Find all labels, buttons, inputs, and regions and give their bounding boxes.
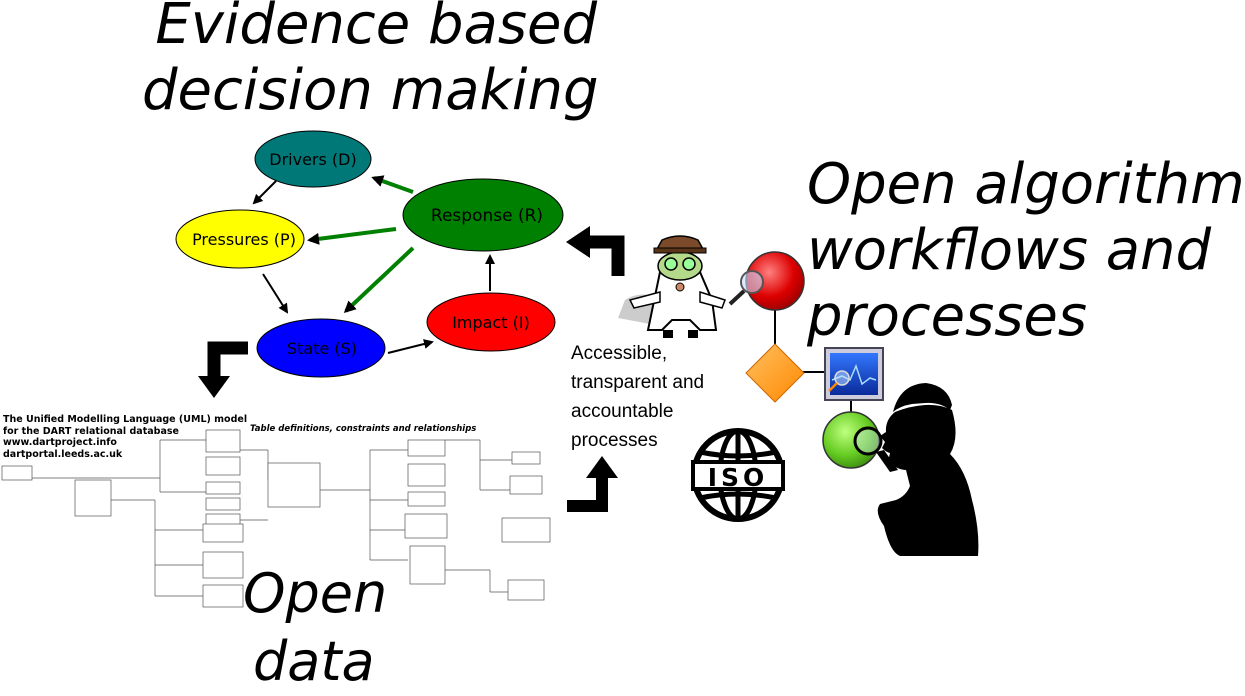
detective-silhouette-icon [853,383,979,556]
uml-title-block: The Unified Modelling Language (UML) mod… [3,414,247,460]
scientist-icon [618,235,726,338]
iso-label: ISO [708,463,769,492]
uml-title-line3: www.dartproject.info [3,437,117,448]
uml-title-line4: dartportal.leeds.ac.uk [3,448,123,460]
bent-arrow-to-processes [567,456,618,512]
node-response: Response (R) [402,178,564,252]
label-state: State (S) [287,339,357,358]
accessible-processes-text: Accessible, transparent and accountable … [571,339,704,455]
label-pressures: Pressures (P) [192,230,296,249]
uml-title-line1: The Unified Modelling Language (UML) mod… [3,414,248,425]
arrow-response-state [343,246,415,314]
node-pressures: Pressures (P) [175,209,305,269]
heading-open-algorithms-line3: processes [807,284,1088,349]
arrow-pressures-state [262,273,289,314]
arrow-drivers-pressures [252,180,277,205]
label-response: Response (R) [431,206,543,226]
iso-globe-icon: ISO [691,428,785,522]
heading-open-algorithms: Open algorithms, workflows and processes [807,152,1245,350]
node-state: State (S) [256,318,386,378]
uml-title-line2: for the DART relational database [3,425,179,437]
label-drivers: Drivers (D) [269,150,356,169]
heading-evidence-line1: Evidence based [155,0,597,57]
uml-subtitle: Table definitions, constraints and relat… [250,424,477,434]
heading-open-data-line1: Open [243,562,388,625]
heading-open-algorithms-line2: workflows and [807,218,1212,283]
bent-arrow-to-response [566,226,625,276]
heading-evidence-line2: decision making [142,58,599,123]
accessible-line4: processes [571,430,658,451]
node-impact: Impact (I) [426,292,556,352]
label-impact: Impact (I) [452,313,530,332]
accessible-line1: Accessible, [571,343,668,364]
arrow-response-drivers [371,175,414,194]
monitor-chart-icon [824,347,884,401]
accessible-line3: accountable [571,401,674,422]
magnifier-icon [728,270,764,306]
arrow-response-pressures [307,227,397,245]
diagram-canvas: Drivers (D) Pressures (P) Response (R) S… [1,130,979,608]
uml-diagram [1,429,551,608]
heading-evidence: Evidence based decision making [142,0,599,124]
arrow-state-impact [387,339,434,354]
heading-open-algorithms-line1: Open algorithms, [807,152,1245,217]
accessible-line2: transparent and [571,372,705,393]
bent-arrow-to-data [198,341,248,398]
node-drivers: Drivers (D) [254,130,372,188]
decision-diamond [745,343,805,403]
